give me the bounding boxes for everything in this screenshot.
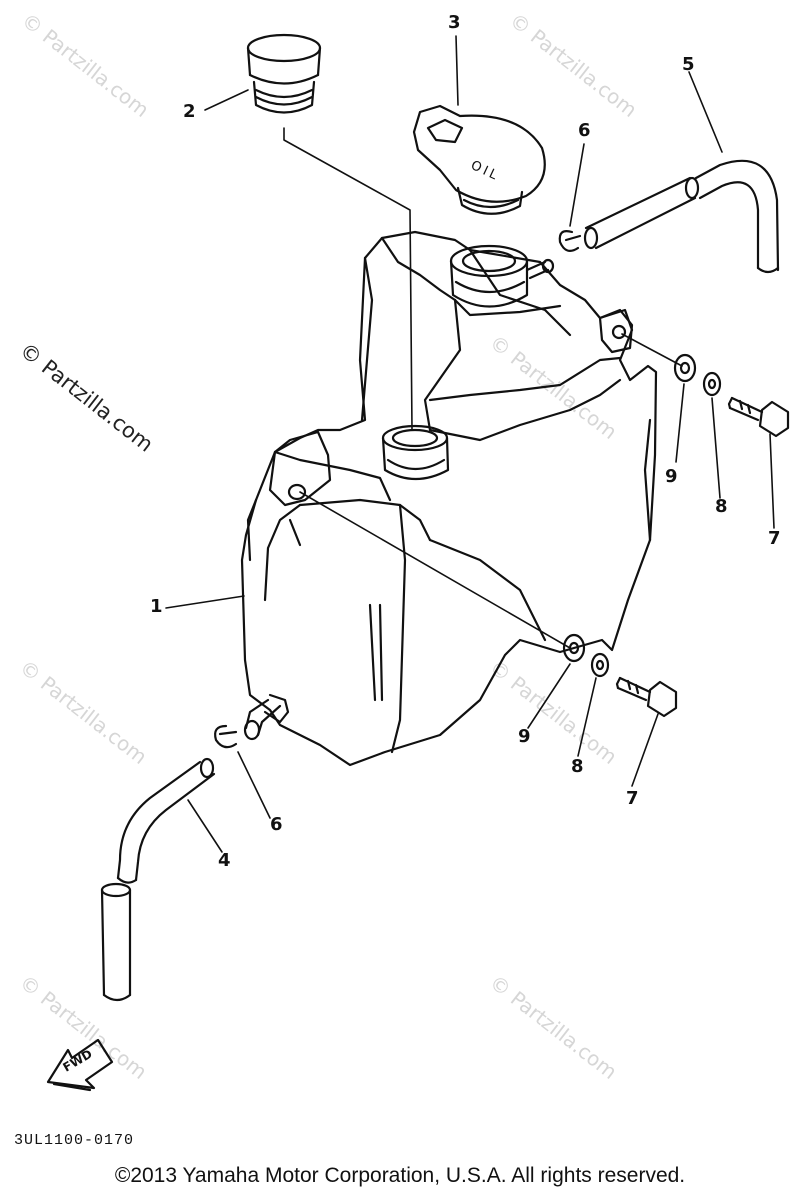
callout-2: 2 — [183, 101, 196, 122]
clip-upper — [558, 230, 582, 252]
callout-leaders — [165, 35, 775, 853]
hardware-upper — [673, 353, 790, 438]
callout-3: 3 — [448, 12, 461, 33]
copyright-notice: ©2013 Yamaha Motor Corporation, U.S.A. A… — [114, 1164, 686, 1187]
diagram-code: 3UL1100-0170 — [14, 1132, 135, 1149]
cap-text: OIL — [468, 158, 502, 184]
callout-8-lower: 8 — [571, 756, 584, 777]
oil-cap — [412, 104, 546, 215]
fwd-arrow-icon — [46, 1038, 114, 1092]
callout-7-lower: 7 — [626, 788, 639, 809]
oil-tank — [240, 230, 658, 767]
callout-1: 1 — [150, 596, 163, 617]
callout-5: 5 — [682, 54, 695, 75]
clip-lower — [214, 724, 238, 749]
callout-4: 4 — [218, 850, 231, 871]
hose-lower — [100, 757, 216, 1002]
fwd-label: FWD — [61, 1047, 95, 1075]
callout-9-lower: 9 — [518, 726, 531, 747]
assembly-lines — [283, 127, 683, 649]
plug — [246, 33, 322, 114]
callout-6-upper: 6 — [578, 120, 591, 141]
hardware-lower — [562, 633, 678, 718]
callout-7-upper: 7 — [768, 528, 781, 549]
callout-6-lower: 6 — [270, 814, 283, 835]
hose-upper — [583, 159, 780, 274]
callout-9-upper: 9 — [665, 466, 678, 487]
callout-8-upper: 8 — [715, 496, 728, 517]
